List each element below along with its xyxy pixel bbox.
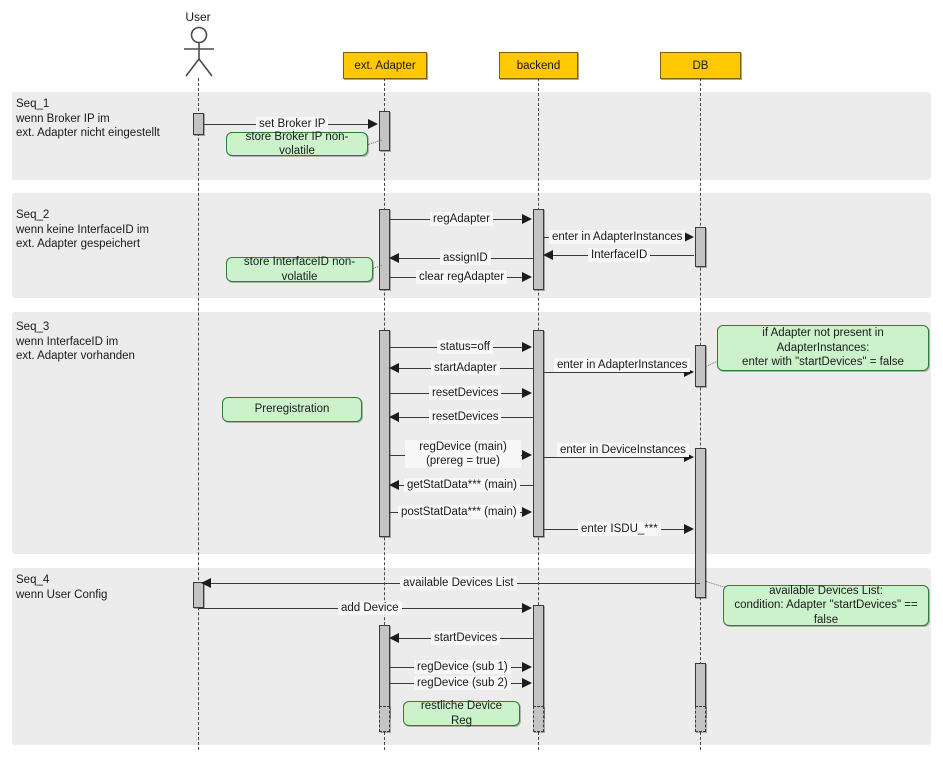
message-arrowhead-reg-adapter bbox=[522, 214, 532, 224]
message-label-enter-deviceinstances: enter in DeviceInstances bbox=[557, 443, 689, 457]
note-store-interfaceid: store InterfaceID non-volatile bbox=[226, 256, 373, 283]
section-band-seq1 bbox=[12, 92, 931, 180]
activation-user-seq1 bbox=[192, 113, 204, 135]
note-restliche-device-reg: restliche Device Reg bbox=[403, 700, 520, 727]
message-arrowhead-enter-isdu bbox=[684, 524, 694, 534]
message-line-enter-deviceinstances bbox=[543, 457, 691, 458]
message-arrowhead-get-statdata bbox=[389, 480, 399, 490]
message-label-start-devices: startDevices bbox=[431, 631, 501, 645]
message-label-reg-device-sub2: regDevice (sub 2) bbox=[414, 676, 511, 690]
activation-backend-seq4 bbox=[532, 605, 544, 718]
message-arrowhead-available-devices-list bbox=[201, 578, 211, 588]
message-label-set-broker-ip: set Broker IP bbox=[256, 117, 329, 131]
message-arrowhead-enter-adapterinstances-seq2 bbox=[684, 232, 694, 242]
message-arrowhead-add-device bbox=[522, 603, 532, 613]
message-label-reset-devices-in: resetDevices bbox=[429, 410, 502, 424]
message-label-clear-regadapter: clear regAdapter bbox=[416, 270, 508, 284]
message-label-reg-device-sub1: regDevice (sub 1) bbox=[414, 660, 511, 674]
note-store-broker-ip: store Broker IP non-volatile bbox=[226, 131, 368, 157]
participant-box-ext-adapter[interactable]: ext. Adapter bbox=[343, 52, 427, 79]
note-preregistration: Preregistration bbox=[222, 397, 362, 422]
activation-backend-seq4-tail bbox=[532, 706, 544, 732]
participant-box-backend[interactable]: backend bbox=[499, 52, 578, 79]
section-label-seq1: Seq_1 wenn Broker IP im ext. Adapter nic… bbox=[16, 98, 160, 139]
message-label-assignid: assignID bbox=[440, 251, 491, 265]
message-label-get-statdata: getStatData*** (main) bbox=[404, 478, 520, 492]
message-arrowhead-post-statdata bbox=[522, 507, 532, 517]
message-arrowhead-reg-device-sub1 bbox=[522, 662, 532, 672]
activation-backend-seq2 bbox=[532, 209, 544, 290]
message-label-post-statdata: postStatData*** (main) bbox=[398, 505, 520, 519]
activation-adapter-seq3 bbox=[378, 330, 390, 537]
activation-adapter-seq2 bbox=[378, 209, 390, 290]
message-arrowhead-reset-devices-in bbox=[389, 412, 399, 422]
message-arrowhead-reset-devices-out bbox=[522, 388, 532, 398]
activation-db-seq4-tail bbox=[694, 706, 706, 732]
message-label-enter-isdu: enter ISDU_*** bbox=[578, 522, 661, 536]
message-arrowhead-reg-device-main bbox=[522, 450, 532, 460]
message-label-reg-device-main: regDevice (main) (prereg = true) bbox=[405, 440, 521, 468]
activation-adapter-seq1 bbox=[378, 111, 390, 151]
section-label-seq3: Seq_3 wenn InterfaceID im ext. Adapter v… bbox=[16, 321, 135, 362]
lifeline-db bbox=[700, 78, 701, 750]
lifeline-user bbox=[198, 78, 199, 750]
message-arrowhead-status-off bbox=[522, 342, 532, 352]
message-label-reset-devices-out: resetDevices bbox=[429, 386, 502, 400]
activation-user-seq4 bbox=[192, 582, 204, 608]
participant-box-db[interactable]: DB bbox=[660, 52, 741, 79]
message-arrowhead-assignid bbox=[389, 253, 399, 263]
message-arrowhead-enter-deviceinstances bbox=[684, 452, 694, 462]
message-label-reg-adapter: regAdapter bbox=[430, 212, 493, 226]
message-arrowhead-reg-device-sub2 bbox=[522, 678, 532, 688]
activation-adapter-seq4 bbox=[378, 625, 390, 718]
actor-label-user: User bbox=[185, 10, 211, 24]
message-label-enter-adapterinstances-seq3: enter in AdapterInstances bbox=[554, 358, 691, 372]
message-arrowhead-enter-adapterinstances-seq3 bbox=[684, 367, 694, 377]
activation-db-seq3-a bbox=[694, 345, 706, 387]
activation-adapter-seq4-tail bbox=[378, 706, 390, 732]
message-arrowhead-set-broker-ip bbox=[368, 119, 378, 129]
message-arrowhead-interfaceid bbox=[543, 250, 553, 260]
message-arrowhead-start-devices bbox=[389, 633, 399, 643]
message-arrowhead-start-adapter bbox=[389, 363, 399, 373]
message-label-available-devices-list: available Devices List bbox=[400, 576, 517, 590]
activation-db-seq3-b bbox=[694, 448, 706, 598]
note-available-devices-condition: available Devices List: condition: Adapt… bbox=[723, 585, 929, 626]
note-adapter-not-present: if Adapter not present in AdapterInstanc… bbox=[717, 325, 929, 371]
message-label-add-device: add Device bbox=[338, 601, 402, 615]
message-arrowhead-clear-regadapter bbox=[522, 272, 532, 282]
message-label-enter-adapterinstances-seq2: enter in AdapterInstances bbox=[549, 230, 686, 244]
actor-stick-figure-user bbox=[184, 26, 214, 77]
message-label-start-adapter: startAdapter bbox=[431, 361, 500, 375]
message-line-enter-adapterinstances-seq3 bbox=[543, 372, 691, 373]
message-label-status-off: status=off bbox=[437, 340, 493, 354]
activation-backend-seq3 bbox=[532, 330, 544, 537]
section-label-seq2: Seq_2 wenn keine InterfaceID im ext. Ada… bbox=[16, 209, 149, 250]
section-label-seq4: Seq_4 wenn User Config bbox=[16, 574, 108, 601]
activation-db-seq2 bbox=[694, 227, 706, 267]
message-label-interfaceid: InterfaceID bbox=[588, 248, 651, 262]
